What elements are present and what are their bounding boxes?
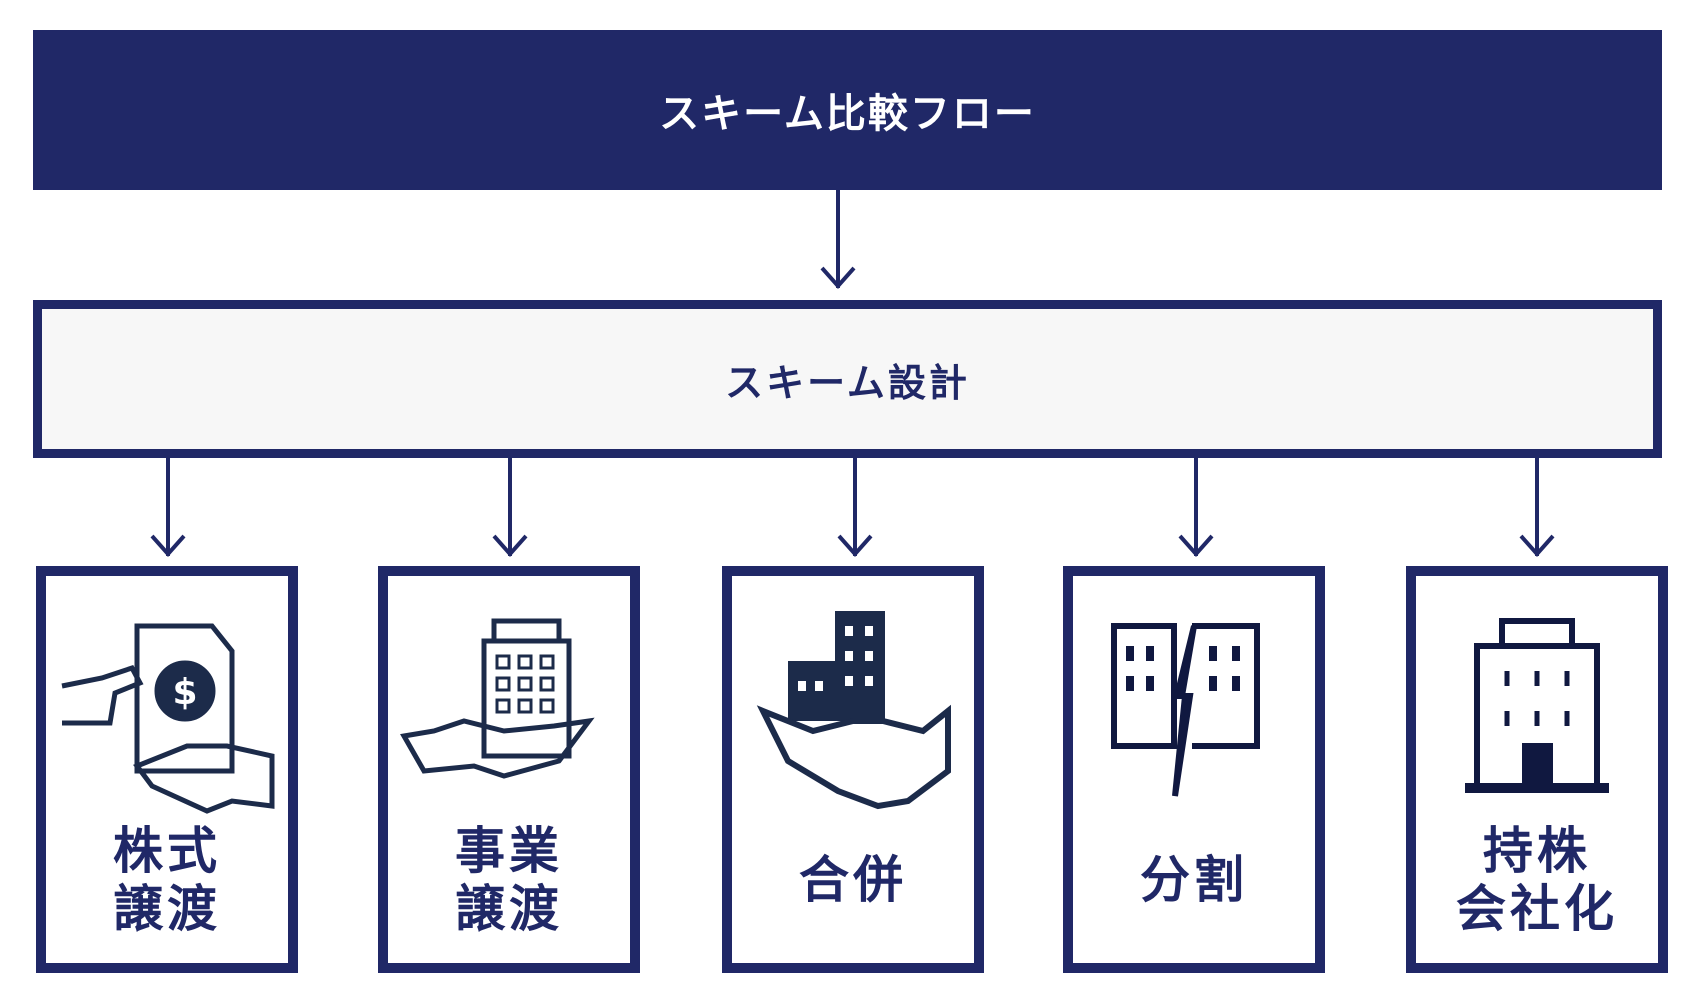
scheme-label-line: 事業 bbox=[455, 821, 563, 880]
scheme-label-line: 持株 bbox=[1483, 821, 1591, 880]
arrow-down bbox=[150, 458, 186, 558]
merger-handshake-icon bbox=[743, 611, 963, 816]
arrow-down bbox=[1519, 458, 1555, 558]
scheme-merger: 合併 bbox=[722, 566, 984, 973]
flow-title-banner: スキーム比較フロー bbox=[33, 30, 1662, 190]
scheme-design-label: スキーム設計 bbox=[725, 360, 970, 405]
scheme-label-line: 分割 bbox=[1140, 850, 1248, 909]
svg-text:$: $ bbox=[172, 672, 197, 713]
split-buildings-icon bbox=[1084, 616, 1304, 816]
holding-company-building-icon bbox=[1427, 616, 1647, 816]
arrow-down bbox=[492, 458, 528, 558]
scheme-label-line: 譲渡 bbox=[113, 879, 221, 938]
stock-transfer-icon: $ bbox=[57, 616, 277, 816]
scheme-label-line: 譲渡 bbox=[455, 879, 563, 938]
scheme-split: 分割 bbox=[1063, 566, 1325, 973]
scheme-business-transfer: 事業譲渡 bbox=[378, 566, 640, 973]
scheme-label-line: 株式 bbox=[113, 821, 221, 880]
arrow-down bbox=[1178, 458, 1214, 558]
scheme-holding-company: 持株会社化 bbox=[1406, 566, 1668, 973]
scheme-label-line: 合併 bbox=[799, 850, 907, 909]
scheme-design-box: スキーム設計 bbox=[33, 300, 1662, 458]
scheme-label-line: 会社化 bbox=[1456, 879, 1618, 938]
flow-title: スキーム比較フロー bbox=[659, 91, 1036, 137]
arrow-down bbox=[837, 458, 873, 558]
arrow-down bbox=[820, 190, 856, 290]
business-transfer-icon bbox=[399, 616, 619, 816]
scheme-stock-transfer: $ 株式譲渡 bbox=[36, 566, 298, 973]
